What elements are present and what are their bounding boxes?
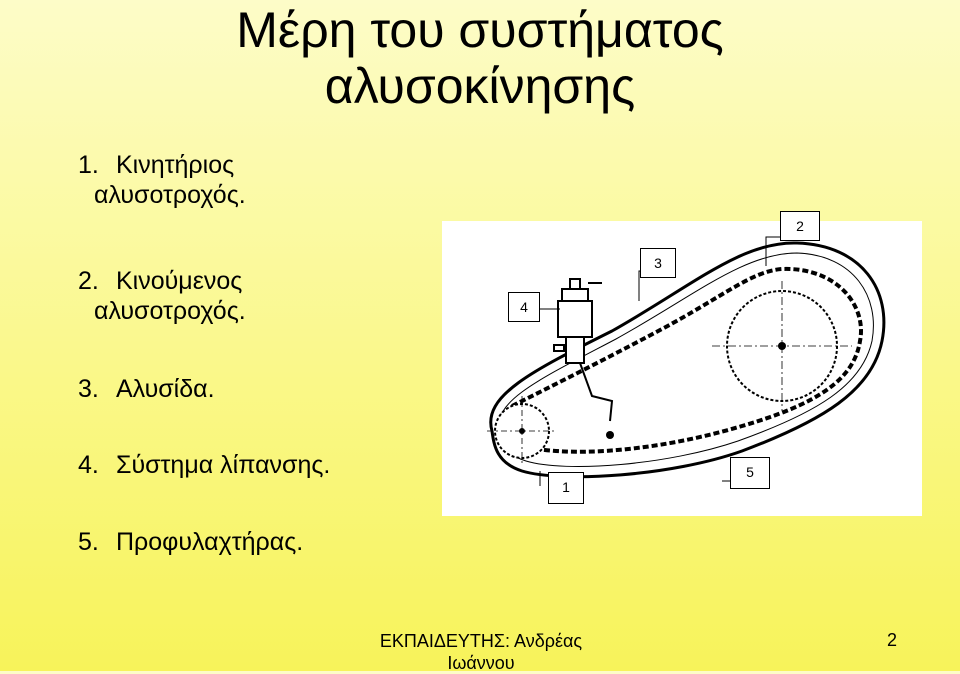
- list-item: 1. Κινητήριος αλυσοτροχός.: [78, 150, 246, 210]
- item-number: 2.: [78, 267, 99, 295]
- title-line-2: αλυσοκίνησης: [324, 58, 636, 114]
- item-text: Προφυλαχτήρας.: [116, 528, 304, 556]
- title-line-1: Μέρη του συστήματος: [236, 2, 724, 58]
- list-item: 2. Κινούμενος αλυσοτροχός.: [78, 266, 246, 326]
- slide-title: Μέρη του συστήματος αλυσοκίνησης: [200, 2, 760, 114]
- label-1: 1: [548, 472, 584, 504]
- item-text-line2: αλυσοτροχός.: [94, 181, 246, 209]
- item-text-line2: αλυσοτροχός.: [94, 297, 246, 325]
- chain-drive-diagram: 4 3 2 1 5: [442, 211, 922, 516]
- label-5: 5: [730, 457, 770, 489]
- item-number: 3.: [78, 375, 99, 403]
- item-number: 5.: [78, 528, 99, 556]
- item-text: Σύστημα λίπανσης.: [116, 451, 331, 479]
- item-text: Αλυσίδα.: [116, 375, 215, 403]
- footer-author: ΕΚΠΑΙΔΕΥΤΗΣ: Ανδρέας Ιωάννου: [379, 631, 583, 673]
- item-text: Κινητήριος: [116, 151, 235, 179]
- list-item: 4. Σύστημα λίπανσης.: [78, 450, 330, 480]
- page-number: 2: [887, 630, 898, 650]
- lubrication-system: [553, 278, 614, 422]
- item-text: Κινούμενος: [116, 267, 243, 295]
- label-3: 3: [640, 248, 676, 278]
- label-4: 4: [508, 292, 540, 322]
- item-number: 1.: [78, 151, 99, 179]
- chain-drive-drawing: [487, 236, 886, 486]
- list-item: 3. Αλυσίδα.: [78, 374, 215, 404]
- list-item: 5. Προφυλαχτήρας.: [78, 527, 303, 557]
- item-number: 4.: [78, 451, 99, 479]
- label-2: 2: [780, 211, 820, 241]
- chain: [506, 266, 863, 454]
